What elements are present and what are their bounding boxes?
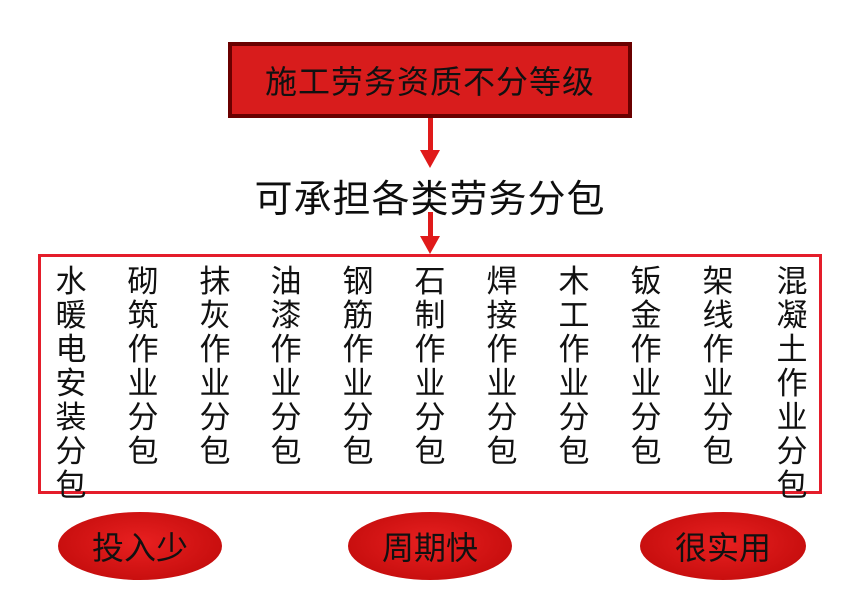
benefit-badge-fast-cycle: 周期快 <box>348 512 512 580</box>
category-item: 油漆作业分包 <box>270 264 302 470</box>
category-item: 架线作业分包 <box>702 264 734 470</box>
benefit-badge-low-investment: 投入少 <box>58 512 222 580</box>
down-arrow-icon <box>420 118 440 168</box>
qualification-title: 施工劳务资质不分等级 <box>264 63 595 101</box>
benefit-badge-practical: 很实用 <box>640 512 806 580</box>
benefit-label: 投入少 <box>91 529 188 567</box>
down-arrow-icon <box>420 212 440 254</box>
benefit-label: 很实用 <box>674 529 771 567</box>
category-item: 钣金作业分包 <box>630 264 662 470</box>
category-item: 水暖电安装分包 <box>55 264 87 504</box>
category-item: 钢筋作业分包 <box>342 264 374 470</box>
work-categories-box: 水暖电安装分包 砌筑作业分包 抹灰作业分包 油漆作业分包 钢筋作业分包 石制作业… <box>38 254 822 503</box>
category-item: 石制作业分包 <box>414 264 446 470</box>
category-item: 焊接作业分包 <box>486 264 518 470</box>
benefit-label: 周期快 <box>381 529 478 567</box>
qualification-title-box: 施工劳务资质不分等级 <box>228 42 632 118</box>
category-item: 砌筑作业分包 <box>127 264 159 470</box>
category-item: 木工作业分包 <box>558 264 590 470</box>
category-item: 抹灰作业分包 <box>199 264 231 470</box>
category-item: 混凝土作业分包 <box>776 264 808 504</box>
